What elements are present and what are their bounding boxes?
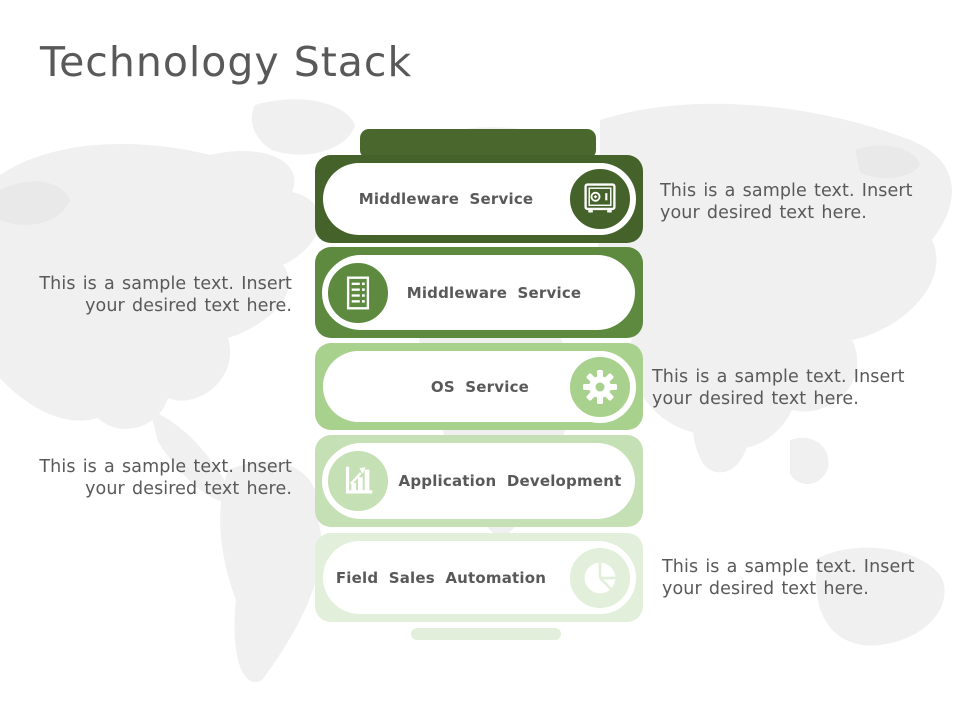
sample-text-right-2: This is a sample text. Insert your desir…	[652, 367, 905, 409]
world-map-background	[0, 99, 952, 683]
bar-label: Field Sales Automation	[335, 568, 547, 587]
stack-bar-application-development: Application Development	[315, 435, 643, 527]
gear-icon	[564, 350, 636, 423]
bar-label: Middleware Service	[406, 283, 582, 302]
sample-text-left-2: This is a sample text. Insert your desir…	[39, 457, 292, 499]
pie-chart-icon	[564, 541, 636, 614]
sample-text-left-1: This is a sample text. Insert your desir…	[39, 274, 292, 316]
stack-bottom-cap	[411, 628, 561, 640]
bar-label: OS Service	[430, 377, 530, 396]
sample-text-right-3: This is a sample text. Insert your desir…	[662, 557, 915, 599]
sample-text-right-1: This is a sample text. Insert your desir…	[660, 181, 913, 223]
bar-label: Middleware Service	[358, 190, 534, 208]
stack-top-cap	[360, 129, 596, 159]
bar-label: Application Development	[398, 472, 622, 490]
bar-chart-icon	[322, 445, 394, 517]
slide-title: Technology Stack	[40, 38, 413, 86]
safe-icon	[564, 163, 636, 235]
stack-bar-middleware-service-top: Middleware Service	[315, 155, 643, 243]
stack-bar-os-service: OS Service	[315, 343, 643, 430]
stack-bar-middleware-service-second: Middleware Service	[315, 247, 643, 338]
stack-bar-field-sales-automation: Field Sales Automation	[315, 533, 643, 622]
checklist-icon	[322, 256, 394, 329]
